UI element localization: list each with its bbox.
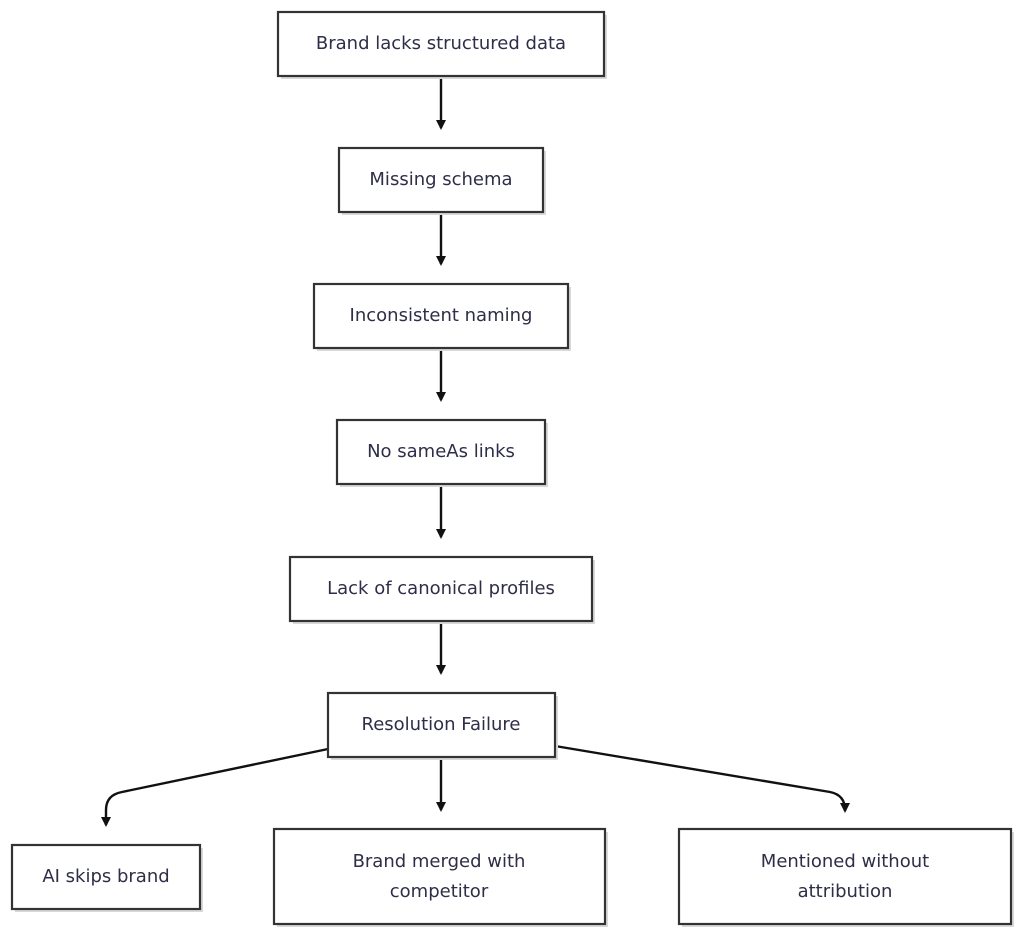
node-label: Resolution Failure — [362, 714, 521, 735]
node-no-sameas-links: No sameAs links — [335, 418, 548, 487]
node-label: Inconsistent naming — [350, 305, 533, 326]
node-label-line-2: competitor — [390, 881, 489, 902]
edges — [101, 76, 850, 827]
node-label-line-1: Brand merged with — [353, 851, 526, 872]
node-label: Brand lacks structured data — [316, 33, 566, 54]
node-missing-schema: Missing schema — [337, 146, 546, 215]
node-label: Lack of canonical profiles — [327, 578, 555, 599]
node-ai-skips-brand: AI skips brand — [10, 843, 203, 912]
node-label-line-1: Mentioned without — [761, 851, 929, 872]
node-resolution-failure: Resolution Failure — [326, 691, 558, 760]
node-brand-lacks-structured-data: Brand lacks structured data — [276, 10, 607, 79]
node-label: AI skips brand — [42, 866, 169, 887]
node-label: Missing schema — [369, 169, 512, 190]
node-label: No sameAs links — [367, 441, 515, 462]
node-lack-of-canonical-profiles: Lack of canonical profiles — [288, 555, 595, 624]
edge-resolution-failure-to-mentioned — [554, 744, 850, 813]
node-brand-merged-with-competitor: Brand merged with competitor — [272, 827, 608, 927]
node-mentioned-without-attribution: Mentioned without attribution — [677, 827, 1014, 927]
node-inconsistent-naming: Inconsistent naming — [312, 282, 571, 351]
edge-resolution-failure-to-ai-skips — [101, 747, 329, 827]
node-label-line-2: attribution — [798, 881, 893, 902]
